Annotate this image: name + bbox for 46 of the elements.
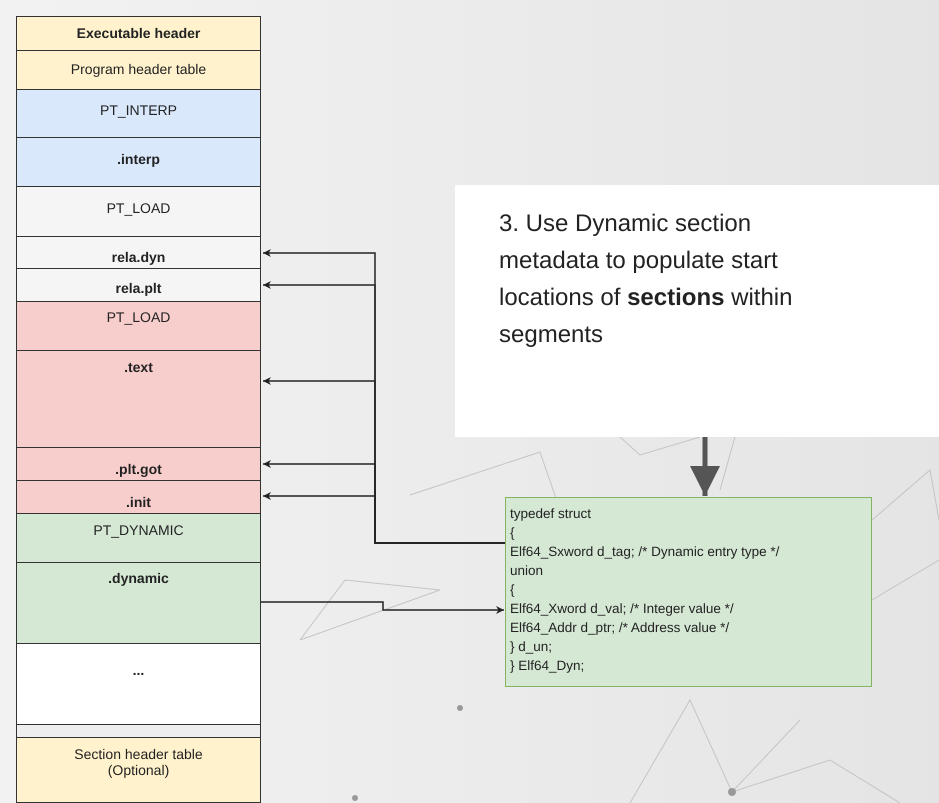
segment-box — [16, 737, 261, 803]
code-line: Elf64_Sxword d_tag; /* Dynamic entry type */ — [510, 543, 780, 561]
arrow — [263, 492, 505, 544]
segment-label: Program header table — [70, 61, 206, 77]
callout-text: 3. Use Dynamic section metadata to populate start locations of sections within segments — [499, 209, 794, 350]
segment-label: PT_INTERP — [100, 102, 177, 118]
segment-box — [16, 643, 261, 725]
segment-box — [16, 447, 261, 481]
segment-label: PT_LOAD — [106, 309, 170, 325]
segment-box — [16, 16, 261, 51]
gap-box — [16, 724, 261, 738]
segment-box — [16, 301, 261, 351]
segment-label: .init — [126, 494, 151, 510]
segment-label: rela.dyn — [112, 249, 166, 265]
struct-box — [505, 497, 872, 687]
segment-box — [16, 480, 261, 514]
segment-box — [16, 268, 261, 302]
segment-label: .text — [124, 359, 153, 375]
segment-box — [16, 137, 261, 187]
arrow — [261, 601, 504, 614]
segment-box — [16, 50, 261, 90]
segment-box — [16, 513, 261, 563]
segment-label: ... — [132, 662, 144, 678]
segment-box — [16, 236, 261, 269]
segment-box — [16, 350, 261, 448]
segment-label: PT_DYNAMIC — [93, 522, 184, 538]
code-line: { — [510, 524, 516, 542]
code-line: Elf64_Addr d_ptr; /* Address value */ — [510, 619, 730, 637]
code-line: union — [510, 562, 544, 580]
segment-label: Section header table (Optional) — [73, 746, 204, 778]
arrow — [690, 437, 720, 496]
segment-box — [16, 186, 261, 237]
code-line: { — [510, 581, 516, 599]
segment-label: .interp — [117, 151, 160, 167]
callout-box — [455, 185, 939, 437]
segment-label: rela.plt — [116, 280, 162, 296]
code-line: } d_un; — [510, 638, 554, 656]
code-line: typedef struct — [510, 505, 592, 523]
segment-label: Executable header — [76, 25, 200, 41]
segment-label: PT_LOAD — [106, 200, 170, 216]
segment-label: .plt.got — [115, 461, 162, 477]
code-line: } Elf64_Dyn; — [510, 657, 586, 675]
segment-label: .dynamic — [108, 570, 169, 586]
segment-box — [16, 89, 261, 138]
code-line: Elf64_Xword d_val; /* Integer value */ — [510, 600, 735, 618]
segment-box — [16, 562, 261, 644]
